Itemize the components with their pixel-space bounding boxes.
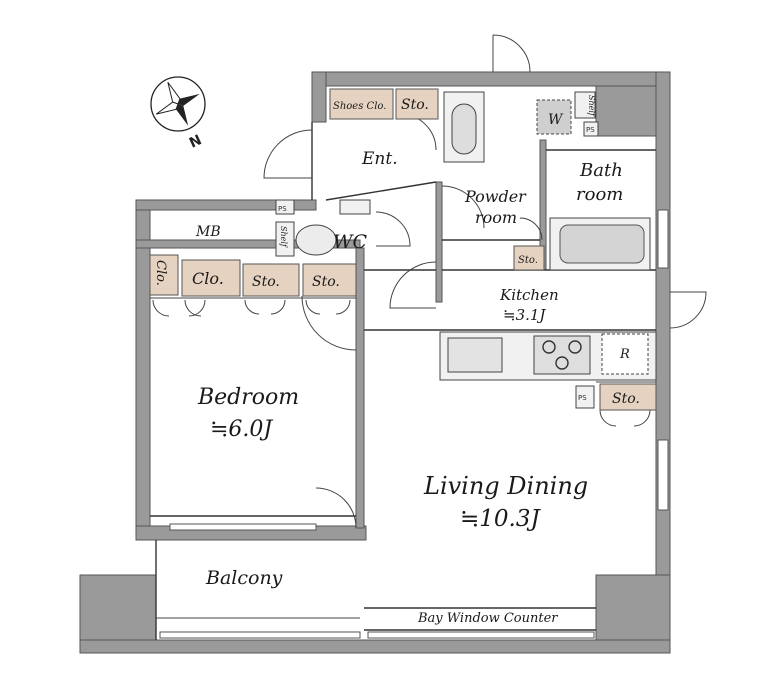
washbasin-bowl <box>451 103 477 155</box>
bedroom-label: Bedroom <box>197 385 299 410</box>
bedroom-storage-label-2: Sto. <box>312 274 340 290</box>
washer-label: W <box>548 112 564 128</box>
entrance-label: Ent. <box>361 149 398 169</box>
powder-ps-label: PS <box>586 126 595 134</box>
powder-storage-box <box>513 245 545 271</box>
toilet <box>295 224 337 256</box>
compass-north-label: N <box>187 132 204 151</box>
bathroom-label-2: room <box>576 184 623 205</box>
entrance-storage-box <box>395 88 439 120</box>
compass-needle-east <box>178 93 200 106</box>
meter-box-label: MB <box>195 224 221 240</box>
kitchen-storage-box <box>599 383 657 411</box>
powder-room-label-2: room <box>475 208 517 227</box>
shoes-closet-label: Shoes Clo. <box>333 101 386 112</box>
living-dining-size: ≒10.3J <box>460 506 541 532</box>
balcony-label: Balcony <box>205 567 283 589</box>
fridge-label: R <box>619 347 630 362</box>
compass-ring <box>150 76 206 132</box>
bathroom-label-1: Bath <box>579 160 623 181</box>
bathtub-basin <box>559 224 645 264</box>
door-swings <box>152 34 707 529</box>
windows <box>159 209 669 639</box>
bedroom-storage-label-1: Sto. <box>252 274 280 290</box>
powder-shelf-label: Shelf <box>587 95 596 118</box>
storage-labels: Shoes Clo. Sto. W Shelf PS PS Shelf Sto.… <box>153 95 640 407</box>
kitchen-storage-label: Sto. <box>612 391 640 407</box>
compass-needle-west <box>155 101 179 115</box>
washer-space <box>536 99 572 135</box>
shoes-closet-box <box>329 88 394 120</box>
wc-shelf-label: Shelf <box>279 226 288 249</box>
storage-boxes <box>149 88 657 411</box>
powder-storage-label: Sto. <box>518 255 538 266</box>
fridge-space <box>601 333 649 375</box>
bay-window-counter-label: Bay Window Counter <box>417 611 558 626</box>
wc-ps-label: PS <box>278 205 287 213</box>
room-labels: Ent. Powder room Bath room WC MB Kitchen… <box>195 149 623 626</box>
bedroom-closet-box <box>181 259 241 297</box>
kitchen-stove <box>533 335 591 375</box>
kitchen-size: ≒3.1J <box>503 306 546 324</box>
stove-burner <box>568 340 582 354</box>
bedroom-storage-box-2 <box>302 263 357 297</box>
compass-needle-north <box>176 104 189 126</box>
living-dining-label: Living Dining <box>423 472 588 500</box>
small-closet-label: Clo. <box>153 260 168 286</box>
bedroom-size: ≒6.0J <box>210 417 273 442</box>
compass: N <box>150 76 206 152</box>
powder-room-label-1: Powder <box>464 187 527 206</box>
walls <box>79 71 671 654</box>
small-closet-box <box>149 254 179 296</box>
fixtures <box>275 91 657 409</box>
bedroom-storage-box-1 <box>242 263 300 297</box>
kitchen-ps-label: PS <box>578 394 587 402</box>
stove-burner <box>555 356 569 370</box>
wc-label: WC <box>333 231 368 253</box>
kitchen-label: Kitchen <box>499 286 559 304</box>
entrance-storage-label: Sto. <box>401 97 429 113</box>
bedroom-closet-label: Clo. <box>192 269 224 288</box>
kitchen-sink <box>447 337 503 373</box>
stove-burner <box>542 340 556 354</box>
